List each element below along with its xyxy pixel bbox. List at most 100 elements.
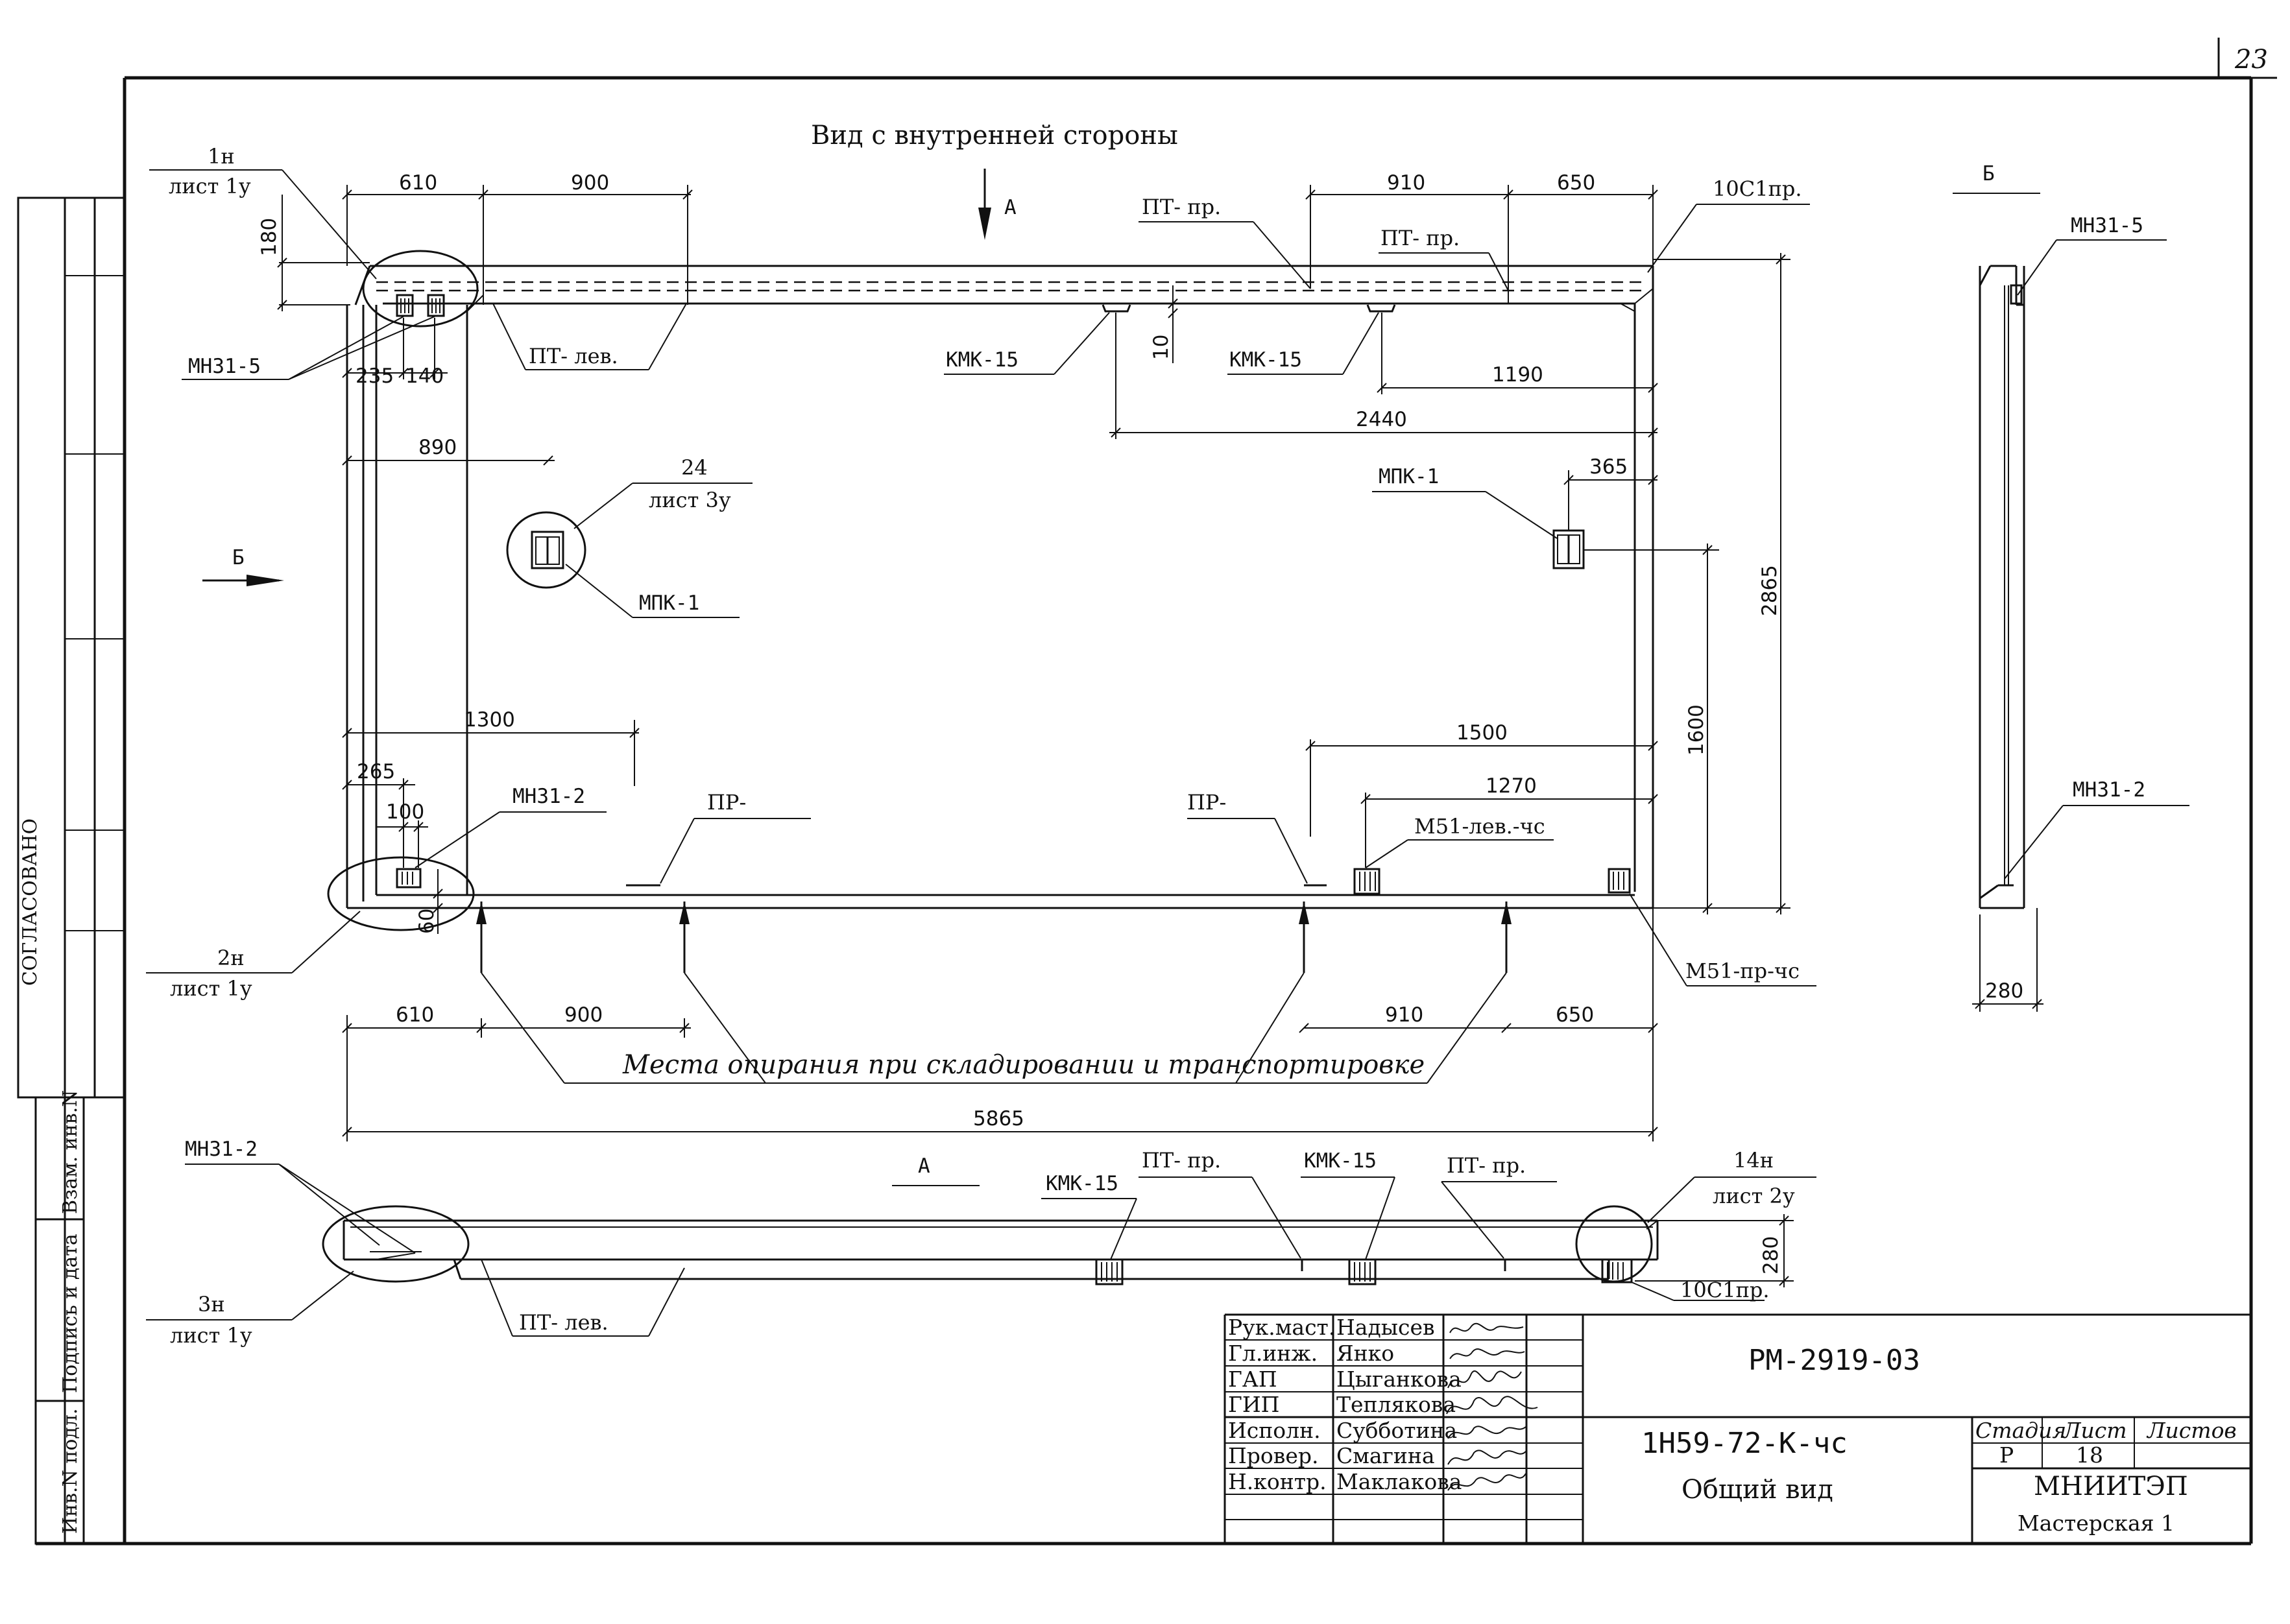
plan-detail-circle-14n [1575, 1205, 1653, 1283]
plan-view-title: А [918, 1154, 930, 1178]
dim-180: 180 [258, 218, 281, 256]
pt-pr-1-leader [1139, 221, 1311, 289]
plan-leaders [146, 1164, 1816, 1337]
dim-365: 365 [1589, 455, 1628, 479]
side-dim-280: 280 [1985, 979, 2023, 1003]
label-kmk15-1: КМК-15 [946, 348, 1018, 372]
label-mpk1-right: МПК-1 [1379, 465, 1439, 488]
callout-24-leader [573, 483, 753, 529]
signature-rows: Рук.маст. Надысев Гл.инж. Янко ГАП Цыган… [1228, 1315, 1462, 1494]
embedded-mpk1-right [1552, 529, 1585, 569]
sheet-number: 23 [2234, 45, 2268, 75]
approval-strip [17, 197, 126, 1545]
plan-dim-280: 280 [1759, 1236, 1783, 1274]
sig-name-2: Цыганкова [1336, 1367, 1462, 1392]
title-block [1223, 1313, 2251, 1544]
mpk1-right-leader [1372, 491, 1558, 539]
arrow-b-label: Б [232, 546, 245, 569]
embedded-mn31-5-pair [396, 294, 445, 317]
sig-name-0: Надысев [1336, 1315, 1435, 1340]
pr-1-leader [626, 818, 811, 887]
dim-10: 10 [1150, 335, 1173, 360]
plan-callout-14n: 14н [1733, 1148, 1774, 1173]
dim-910-top: 910 [1387, 171, 1425, 195]
sig-name-4: Субботина [1336, 1418, 1457, 1443]
dim-1500: 1500 [1456, 721, 1508, 745]
panel-plan-view [343, 1219, 1659, 1280]
side-leaders [2004, 239, 2189, 879]
plan-callout-3n: 3н [198, 1292, 225, 1317]
embedded-mn31-2 [396, 868, 422, 889]
mn31-2-leader [415, 811, 607, 868]
label-pr-1: ПР- [707, 790, 746, 815]
label-m51-pr: М51-пр-чс [1685, 959, 1800, 983]
dim-1300: 1300 [464, 708, 515, 732]
sheets-header: Листов [2146, 1418, 2237, 1443]
callout-2n: 2н [217, 946, 245, 970]
dim-140: 140 [405, 364, 444, 388]
drawing-name: Общий вид [1681, 1475, 1833, 1505]
support-note: Места опирания при складировании и транс… [622, 1050, 1425, 1080]
stamp-field-replace-inv: Взам. инв.N [59, 1090, 82, 1214]
callout-2n-leader [146, 911, 361, 973]
sig-role-5: Провер. [1228, 1443, 1319, 1468]
plan-label-kmk15-2: КМК-15 [1304, 1149, 1377, 1173]
callout-10c1: 10С1пр. [1713, 176, 1802, 201]
stamp-field-inv-podl: Инв.N подл. [59, 1409, 82, 1534]
dim-900-bot: 900 [564, 1003, 603, 1027]
dim-2440: 2440 [1356, 408, 1407, 431]
dim-650-top: 650 [1557, 171, 1595, 195]
sig-name-3: Теплякова [1336, 1392, 1456, 1417]
label-mpk1-left: МПК-1 [639, 591, 699, 615]
dim-60: 60 [415, 909, 439, 934]
stage-header: Стадия [1975, 1418, 2066, 1443]
kmk15-1-leader [944, 312, 1110, 375]
dim-610-bot: 610 [396, 1003, 434, 1027]
detail-circle-24 [506, 511, 586, 589]
pt-pr-2-leader [1379, 252, 1509, 291]
panel-main-view [346, 265, 1654, 909]
view-title: Вид с внутренней стороны [811, 121, 1178, 150]
dim-1600: 1600 [1685, 704, 1708, 756]
callout-1n: 1н [208, 144, 235, 169]
label-pt-lev: ПТ- лев. [529, 344, 618, 368]
sig-role-4: Исполн. [1228, 1418, 1321, 1443]
dim-910-bot: 910 [1385, 1003, 1423, 1027]
arrow-a-label: А [1004, 196, 1017, 219]
dim-890: 890 [418, 436, 457, 459]
plan-callout-3n-sheet: лист 1у [170, 1323, 252, 1348]
dim-650-bot: 650 [1556, 1003, 1594, 1027]
stage-value: Р [1999, 1442, 2014, 1468]
plan-label-kmk15-1: КМК-15 [1046, 1172, 1118, 1195]
kmk15-2-leader [1227, 312, 1379, 375]
arrow-view-a [978, 169, 991, 240]
pt-lev-leader [492, 303, 687, 370]
sig-role-6: Н.контр. [1228, 1469, 1327, 1494]
label-kmk15-2: КМК-15 [1229, 348, 1302, 372]
sig-name-5: Смагина [1336, 1443, 1435, 1468]
stamp-field-sign-date: Подпись и дата [59, 1234, 82, 1393]
label-m51-lev: М51-лев.-чс [1414, 814, 1545, 839]
sig-role-0: Рук.маст. [1228, 1315, 1335, 1340]
plan-label-mn31-2: МН31-2 [185, 1138, 258, 1161]
detail-circle-2n [327, 856, 475, 931]
label-mn31-2: МН31-2 [512, 785, 585, 808]
dim-5865: 5865 [973, 1107, 1024, 1130]
dim-1270: 1270 [1486, 774, 1537, 798]
sig-name-6: Маклакова [1336, 1469, 1462, 1494]
callout-2n-sheet: лист 1у [170, 976, 252, 1001]
product-mark: 1Н59-72-К-чс [1641, 1427, 1848, 1460]
sig-role-1: Гл.инж. [1228, 1341, 1318, 1366]
sheet-header: Лист [2062, 1418, 2127, 1443]
doc-code: РМ-2919-03 [1748, 1344, 1920, 1377]
plan-embedded-parts [1095, 1258, 1633, 1285]
dim-265: 265 [357, 760, 395, 783]
embedded-m51-pair [1353, 868, 1631, 895]
callout-1n-sheet: лист 1у [169, 174, 251, 198]
label-pt-pr-2: ПТ- пр. [1380, 226, 1460, 250]
m51-lev-leader [1365, 839, 1554, 868]
pr-2-leader [1187, 818, 1327, 887]
label-pt-pr-1: ПТ- пр. [1142, 195, 1221, 219]
plan-detail-circle-3n [322, 1205, 470, 1283]
